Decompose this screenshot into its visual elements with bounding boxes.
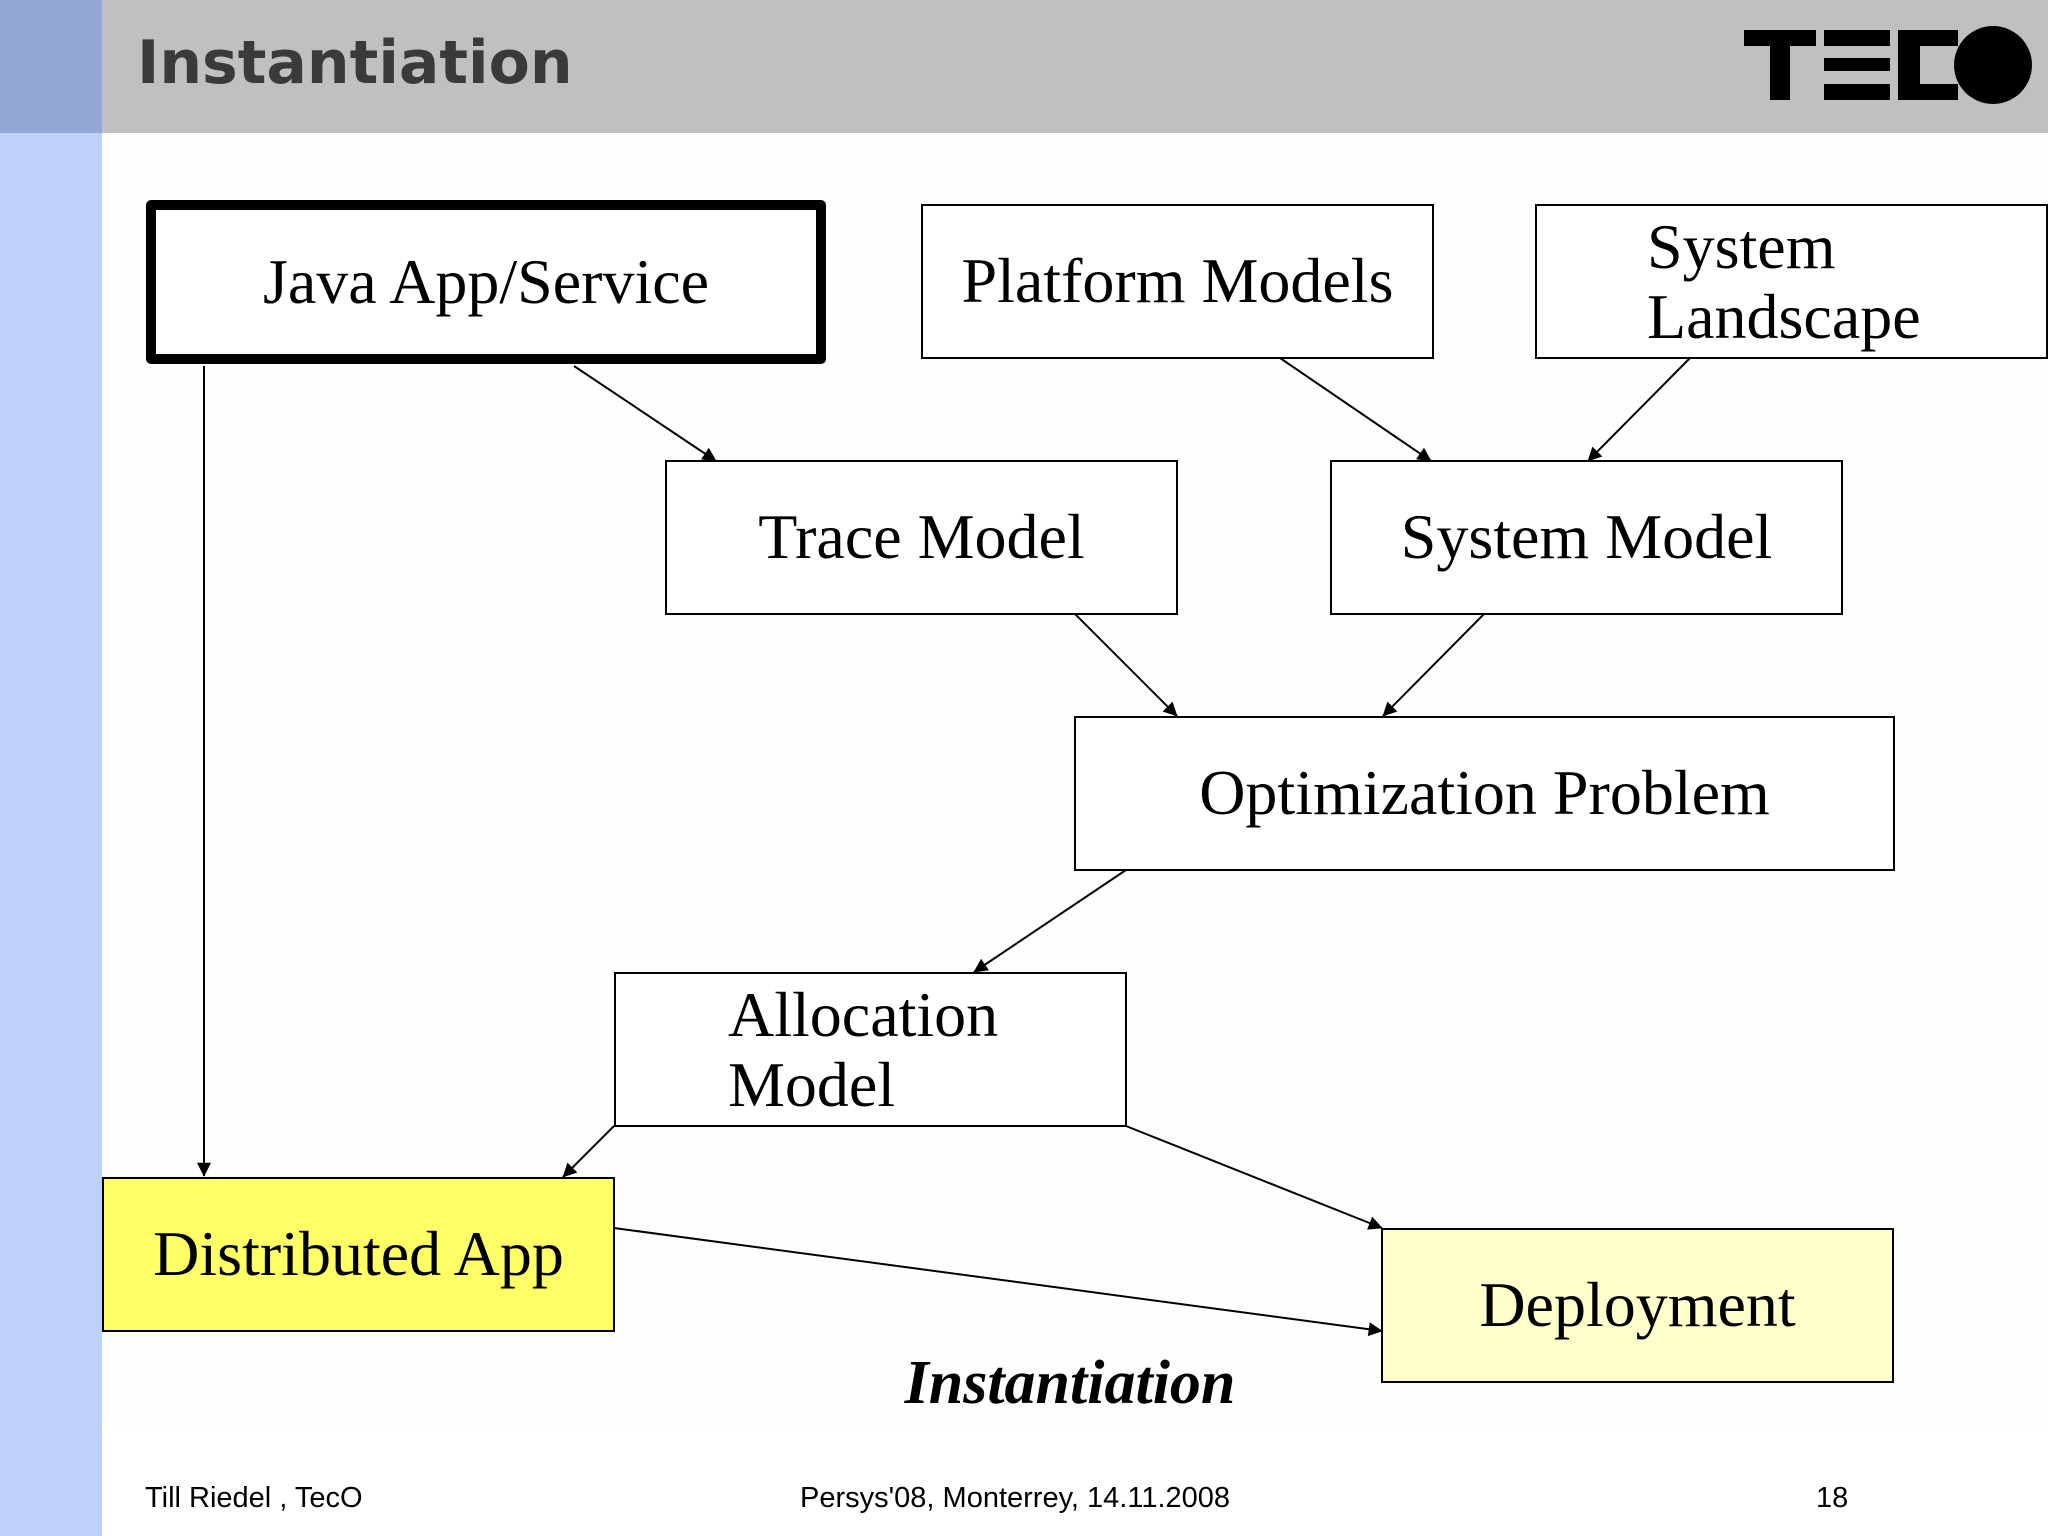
footer-page-number: 18 [1816, 1482, 1849, 1514]
node-trace-model: Trace Model [665, 460, 1178, 615]
node-system-landscape-label: System Landscape [1647, 211, 1921, 352]
edge-optimization-to-allocation [973, 869, 1127, 973]
header-bar [102, 0, 2048, 133]
node-trace-model-label: Trace Model [758, 501, 1085, 573]
edge-java-to-trace [573, 365, 717, 462]
node-deployment: Deployment [1381, 1228, 1894, 1383]
edge-landscape-to-system-model [1587, 357, 1691, 462]
node-allocation-model: Allocation Model [614, 972, 1127, 1127]
node-system-model-label: System Model [1400, 501, 1773, 573]
node-system-model: System Model [1330, 460, 1843, 615]
edge-distributed-to-deployment [613, 1227, 1383, 1337]
node-java-app-label: Java App/Service [262, 245, 710, 317]
edge-allocation-to-distributed [562, 1125, 615, 1178]
footer-event: Persys'08, Monterrey, 14.11.2008 [800, 1482, 1231, 1514]
node-platform-models-label: Platform Models [961, 245, 1394, 317]
node-allocation-model-label: Allocation Model [728, 979, 999, 1120]
node-platform-models: Platform Models [921, 204, 1434, 359]
node-system-landscape: System Landscape [1535, 204, 2048, 359]
sidebar-accent-top [0, 0, 102, 133]
diagram-caption: Instantiation [904, 1349, 1236, 1417]
edge-allocation-to-deployment [1125, 1125, 1383, 1230]
slide-title: Instantiation [137, 28, 573, 98]
edge-trace-to-optimization [1074, 613, 1178, 717]
node-optimization-problem-label: Optimization Problem [1199, 757, 1770, 829]
node-optimization-problem: Optimization Problem [1074, 716, 1895, 871]
node-distributed-app: Distributed App [102, 1177, 615, 1332]
node-deployment-label: Deployment [1479, 1269, 1796, 1341]
edge-system-model-to-optimization [1382, 613, 1485, 717]
teco-logo [1744, 26, 2032, 104]
node-java-app: Java App/Service [146, 200, 826, 364]
edge-platform-to-system-model [1279, 357, 1432, 462]
node-distributed-app-label: Distributed App [153, 1218, 564, 1290]
footer-author: Till Riedel , TecO [145, 1482, 363, 1514]
sidebar-accent [0, 133, 102, 1536]
